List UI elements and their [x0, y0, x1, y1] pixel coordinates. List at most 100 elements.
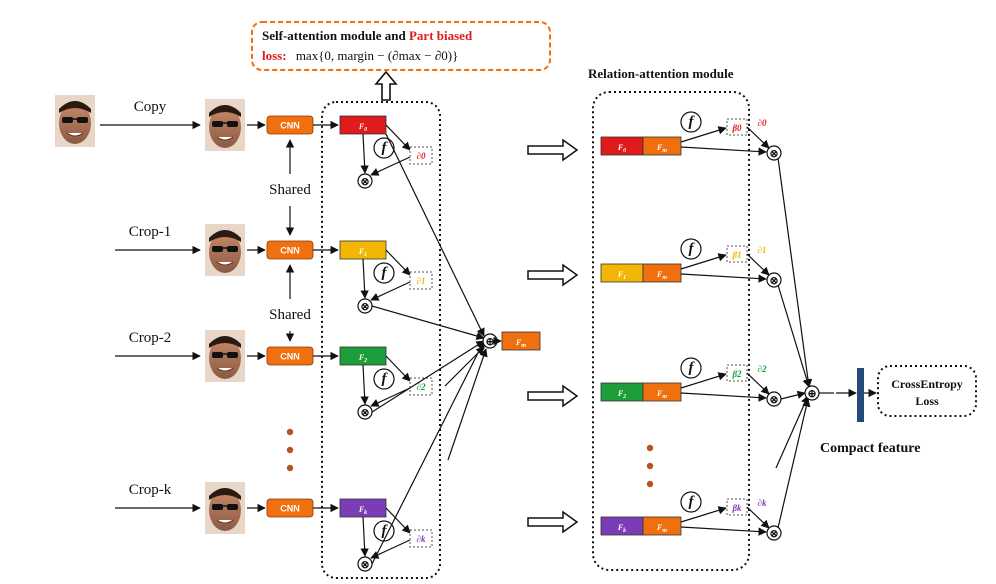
beta-to-otimes-arrow-3	[746, 506, 770, 529]
rel-to-beta-arrow-0	[680, 126, 727, 143]
rel-fm-box-0	[642, 136, 682, 156]
rel-feature-to-otimes-arrow-1	[680, 273, 767, 283]
rel-feature-label-2: F2	[617, 389, 626, 400]
alpha-to-otimes-arrow-0	[370, 156, 411, 176]
alpha-to-otimes-arrow-3	[370, 539, 411, 559]
hollow-right-arrow-2	[527, 384, 579, 408]
crossentropy-loss-box	[877, 365, 977, 417]
input-label-1: Crop-1	[129, 224, 172, 240]
loss-formula: max{0, margin − (∂max − ∂0)}	[296, 48, 459, 63]
otimes-circle-3-symbol: ⊗	[361, 560, 370, 571]
hollow-right-arrow-0	[527, 138, 579, 162]
rel-otimes-circle-0-symbol: ⊗	[770, 149, 779, 160]
fm-box-center	[501, 331, 541, 351]
input-label-0: Copy	[134, 99, 167, 115]
f0-to-oplus-arrow	[385, 133, 485, 337]
beta-label-2: β2	[731, 369, 742, 379]
alpha-to-otimes-arrow-1	[370, 281, 411, 301]
rel-f-circle-3	[680, 491, 702, 513]
rel-f-circle-2-symbol: f	[689, 360, 696, 376]
feature-to-otimes-arrow-2	[360, 364, 369, 405]
oplus-circle-symbol: ⊕	[486, 337, 495, 348]
feature-to-otimes-arrow-3	[360, 516, 369, 557]
ellipsis-dot-left-0	[286, 428, 294, 436]
rel-alpha-label-2: ∂2	[758, 364, 767, 374]
rel-f-circle-1-symbol: f	[689, 241, 696, 257]
loss-label: loss:	[262, 48, 287, 63]
otimes-circle-0-symbol: ⊗	[361, 177, 370, 188]
f-circle-1-symbol: f	[382, 265, 389, 281]
f-circle-0-symbol: f	[382, 140, 389, 156]
beta-label-0: β0	[731, 123, 742, 133]
f-circle-2	[373, 368, 395, 390]
rel-f-circle-0	[680, 111, 702, 133]
rel-fm-label-3: Fm	[656, 523, 667, 534]
svg-text:Self-attention module and Part: Self-attention module and Part biased	[262, 28, 473, 43]
rel-fm-box-3	[642, 516, 682, 536]
alpha-box-0	[409, 146, 433, 165]
crossentropy-label-line1: CrossEntropy	[891, 377, 963, 391]
rel-fm-label-2: Fm	[656, 389, 667, 400]
feature-label-3: Fk	[358, 505, 367, 516]
rel-otimes-circle-1-symbol: ⊗	[770, 276, 779, 287]
rel-f-circle-2	[680, 357, 702, 379]
rel-feature-label-1: F1	[617, 270, 626, 281]
f-circle-1	[373, 262, 395, 284]
otimes-circle-1-symbol: ⊗	[361, 302, 370, 313]
otimes-to-oplus-arrow-3	[371, 340, 485, 565]
rel-fm-label-0: Fm	[656, 143, 667, 154]
rel-feature-to-otimes-arrow-0	[680, 146, 767, 156]
extra-to-oplus-arrow-2	[447, 348, 488, 461]
otimes-to-oplus-arrow-2	[371, 340, 485, 413]
rel-fm-box-1	[642, 263, 682, 283]
rel-to-beta-arrow-3	[680, 506, 727, 523]
hollow-up-arrow	[374, 70, 398, 101]
crossentropy-label-line2: Loss	[915, 394, 939, 408]
rel-fm-box-2	[642, 382, 682, 402]
feature-to-alpha-arrow-0	[385, 124, 411, 151]
rel-feature-to-otimes-arrow-2	[680, 392, 767, 402]
feature-to-otimes-arrow-0	[360, 133, 369, 174]
shared-label-1: Shared	[269, 307, 311, 323]
cnn-label-2: CNN	[280, 352, 300, 362]
beta-to-otimes-arrow-2	[746, 372, 770, 395]
shared-label-0: Shared	[269, 182, 311, 198]
compact-feature-bar	[857, 368, 864, 422]
rel-feature-to-otimes-arrow-3	[680, 526, 767, 536]
hollow-right-arrow-3	[527, 510, 579, 534]
otimes-to-final-oplus-arrow-2	[780, 390, 806, 400]
fm-label-center: Fm	[515, 338, 526, 349]
self-attention-title-box: Self-attention module and Part biased lo…	[251, 21, 551, 71]
rel-fm-label-1: Fm	[656, 270, 667, 281]
f-circle-3-symbol: f	[382, 523, 389, 539]
rel-feature-label-3: Fk	[617, 523, 626, 534]
ellipsis-dot-left-2	[286, 464, 294, 472]
feature-label-0: F0	[358, 122, 367, 133]
crop-face-image-0	[205, 99, 245, 151]
cnn-label-0: CNN	[280, 121, 300, 131]
extra-to-oplus-arrow-1	[444, 346, 485, 387]
beta-label-1: β1	[731, 250, 741, 260]
final-fusion: Compact feature CrossEntropy Loss	[820, 365, 977, 456]
feature-to-alpha-arrow-3	[385, 507, 411, 534]
hollow-right-arrow-1	[527, 263, 579, 287]
final-oplus-circle-symbol: ⊕	[808, 389, 817, 400]
input-label-2: Crop-2	[129, 330, 172, 346]
otimes-to-final-oplus-arrow-3	[777, 398, 811, 529]
alpha-label-0: ∂0	[417, 151, 426, 161]
rel-otimes-circle-0	[766, 145, 782, 161]
crop-face-image-2	[205, 330, 245, 382]
relation-attention-module-box	[592, 91, 750, 571]
input-label-3: Crop-k	[129, 482, 172, 498]
rel-alpha-label-3: ∂k	[758, 498, 767, 508]
rel-otimes-circle-1	[766, 272, 782, 288]
svg-text:loss: max{0, margin − (∂: loss: max{0, margin − (∂max − ∂0)}	[262, 48, 458, 63]
feature-to-alpha-arrow-1	[385, 249, 411, 276]
